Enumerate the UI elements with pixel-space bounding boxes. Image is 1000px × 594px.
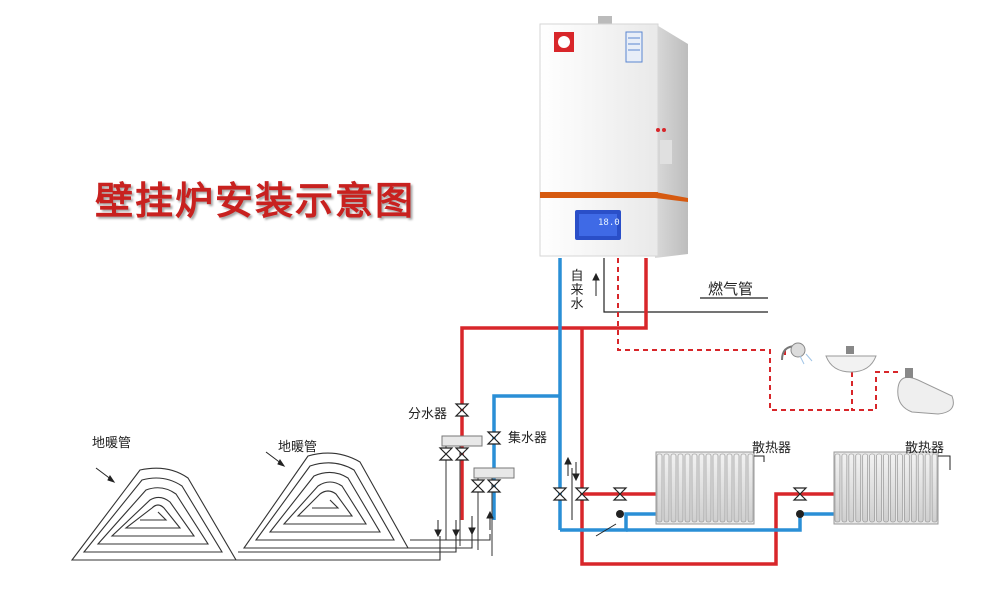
radiator-leader (754, 455, 951, 470)
tap-water-label: 自来水 (570, 269, 584, 312)
radiator-label-2: 散热器 (905, 441, 945, 456)
bypass-lines (571, 468, 617, 537)
collector-label: 集水器 (508, 431, 548, 446)
flow-arrows (95, 272, 600, 538)
floor-coil-icon (70, 467, 457, 561)
radiator-icon (655, 451, 755, 525)
shower-icon (781, 342, 813, 365)
radiator-label-1: 散热器 (752, 441, 792, 456)
diagram-title: 壁挂炉安装示意图 (95, 179, 416, 223)
boiler-display-reading: 18.0 (598, 218, 620, 228)
valve-icon (796, 510, 804, 518)
bathtub-icon (897, 368, 954, 415)
boiler-icon (539, 16, 688, 258)
gas-pipe-label: 燃气管 (708, 280, 754, 298)
heating-supply-pipe (460, 258, 834, 566)
sink-icon (825, 346, 877, 373)
valve-icon (438, 403, 808, 501)
heating-return-pipe (492, 258, 834, 532)
dhw-pipe (617, 258, 900, 411)
distributor-label: 分水器 (408, 407, 448, 422)
valve-icon (616, 510, 624, 518)
floor-heating-label-1: 地暖管 (92, 436, 132, 451)
floor-coil-icon (242, 452, 491, 549)
distributor-manifold (441, 435, 483, 546)
floor-heating-label-2: 地暖管 (278, 440, 318, 455)
gas-pipe (603, 258, 768, 313)
radiator-icon (833, 451, 939, 525)
